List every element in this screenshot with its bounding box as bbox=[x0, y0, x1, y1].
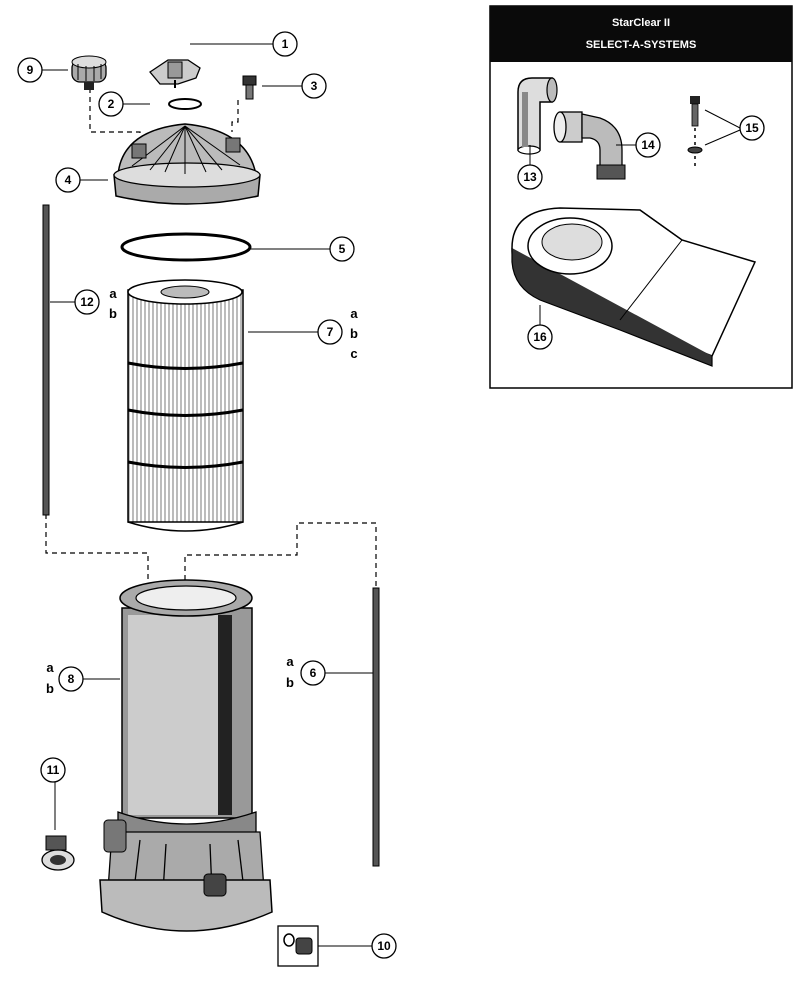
callout-11: 11 bbox=[47, 763, 60, 777]
callout-10: 10 bbox=[377, 939, 391, 953]
lock-knob-part bbox=[149, 59, 201, 88]
drain-plug-part bbox=[277, 925, 319, 967]
callout-4: 4 bbox=[65, 173, 72, 187]
variant-8-b: b bbox=[46, 681, 54, 696]
callout-5: 5 bbox=[339, 242, 346, 256]
filter-stand-plate-part bbox=[511, 207, 757, 367]
tank-lid-part bbox=[113, 123, 261, 205]
bolt-part bbox=[242, 75, 257, 100]
inset-title-line1: StarClear II bbox=[612, 17, 670, 29]
callout-14: 14 bbox=[641, 138, 655, 152]
callout-16: 16 bbox=[533, 330, 547, 344]
callout-9: 9 bbox=[27, 63, 34, 77]
small-o-ring-part bbox=[168, 98, 202, 110]
air-relief-tube-part bbox=[42, 204, 50, 516]
union-elbow-part bbox=[553, 111, 626, 180]
variant-6-a: a bbox=[286, 654, 294, 669]
tank-body-part bbox=[99, 579, 273, 932]
callout-circles bbox=[17, 31, 765, 959]
callout-12: 12 bbox=[80, 295, 94, 309]
elbow-pipe-part bbox=[517, 77, 558, 155]
callout-6: 6 bbox=[310, 666, 317, 680]
inset-title-line2: SELECT-A-SYSTEMS bbox=[586, 39, 697, 51]
callout-2: 2 bbox=[108, 97, 115, 111]
variant-7-a: a bbox=[350, 306, 358, 321]
variant-12-b: b bbox=[109, 306, 117, 321]
callout-7: 7 bbox=[327, 325, 334, 339]
variant-6-b: b bbox=[286, 675, 294, 690]
callout-15: 15 bbox=[745, 121, 759, 135]
callout-13: 13 bbox=[523, 170, 537, 184]
gauge-adapter-part bbox=[41, 835, 75, 871]
variant-8-a: a bbox=[46, 660, 54, 675]
callout-3: 3 bbox=[311, 79, 318, 93]
variant-7-b: b bbox=[350, 326, 358, 341]
air-relief-valve-part bbox=[71, 55, 107, 90]
leader-lines bbox=[42, 43, 741, 947]
variant-12-a: a bbox=[109, 286, 117, 301]
filter-cartridge-part bbox=[127, 279, 244, 532]
inset-header bbox=[490, 6, 792, 62]
callout-1: 1 bbox=[282, 37, 289, 51]
screw-and-washer-part bbox=[687, 96, 703, 170]
tank-o-ring-part bbox=[120, 232, 252, 262]
drain-tube-part bbox=[372, 587, 380, 867]
callout-8: 8 bbox=[68, 672, 75, 686]
variant-7-c: c bbox=[350, 346, 357, 361]
